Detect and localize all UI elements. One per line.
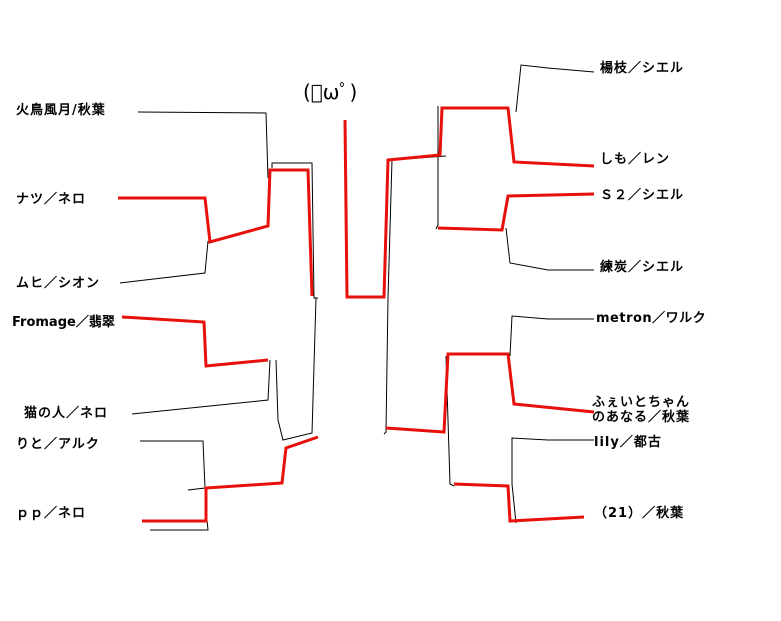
entry-left-7: ｐｐ／ネロ — [16, 506, 87, 521]
line-left-semi-top — [271, 162, 318, 299]
entry-right-3: Ｓ２／シエル — [600, 188, 685, 203]
entry-left-1: 火鳥風月/秋葉 — [16, 103, 106, 118]
line-hinotori — [137, 111, 269, 179]
entry-right-2: しも／レン — [600, 152, 671, 167]
entry-right-1: 楊枝／シエル — [600, 61, 685, 76]
line-pp-bottom — [150, 519, 209, 531]
line-lily — [511, 437, 594, 524]
entry-left-4: Fromage／翡翠 — [12, 315, 115, 330]
line-right-semi-top — [435, 106, 439, 230]
bracket-lines-right — [383, 64, 595, 524]
center-face-mark: (ﾟωﾟ) — [303, 80, 358, 104]
winner-paths-left — [118, 168, 319, 523]
line-rentan — [505, 227, 594, 271]
bracket-lines-left — [119, 111, 318, 531]
line-mushi — [119, 240, 209, 284]
entry-right-6a: ふぇいとちゃん — [592, 395, 691, 410]
entry-right-6b: のあなる／秋葉 — [592, 410, 691, 425]
line-right-final — [383, 297, 389, 435]
line-metron — [509, 315, 594, 357]
entry-right-4: 練炭／シエル — [600, 260, 685, 275]
line-youji — [515, 64, 595, 113]
entry-right-5: metron／ワルク — [596, 311, 707, 326]
winner-fromage — [121, 315, 269, 368]
winner-fei — [385, 352, 595, 434]
entry-right-8: （21）／秋葉 — [594, 506, 685, 521]
entry-right-7: lily／都古 — [594, 435, 662, 450]
winner-21 — [453, 482, 585, 523]
line-rito — [140, 440, 206, 491]
line-right-semi-bottom — [445, 355, 455, 487]
entry-left-2: ナツ／ネロ — [16, 192, 87, 207]
winner-pp — [142, 435, 319, 523]
winner-final — [343, 106, 595, 299]
winner-natsu — [118, 168, 314, 297]
entry-left-3: ムヒ／シオン — [16, 276, 101, 291]
entry-left-5: 猫の人／ネロ — [24, 406, 109, 421]
winner-paths-right — [343, 106, 595, 523]
entry-left-6: りと／アルク — [16, 437, 100, 452]
line-left-semi-bottom — [275, 297, 317, 441]
winner-s2 — [437, 192, 595, 232]
line-neko — [131, 359, 271, 415]
